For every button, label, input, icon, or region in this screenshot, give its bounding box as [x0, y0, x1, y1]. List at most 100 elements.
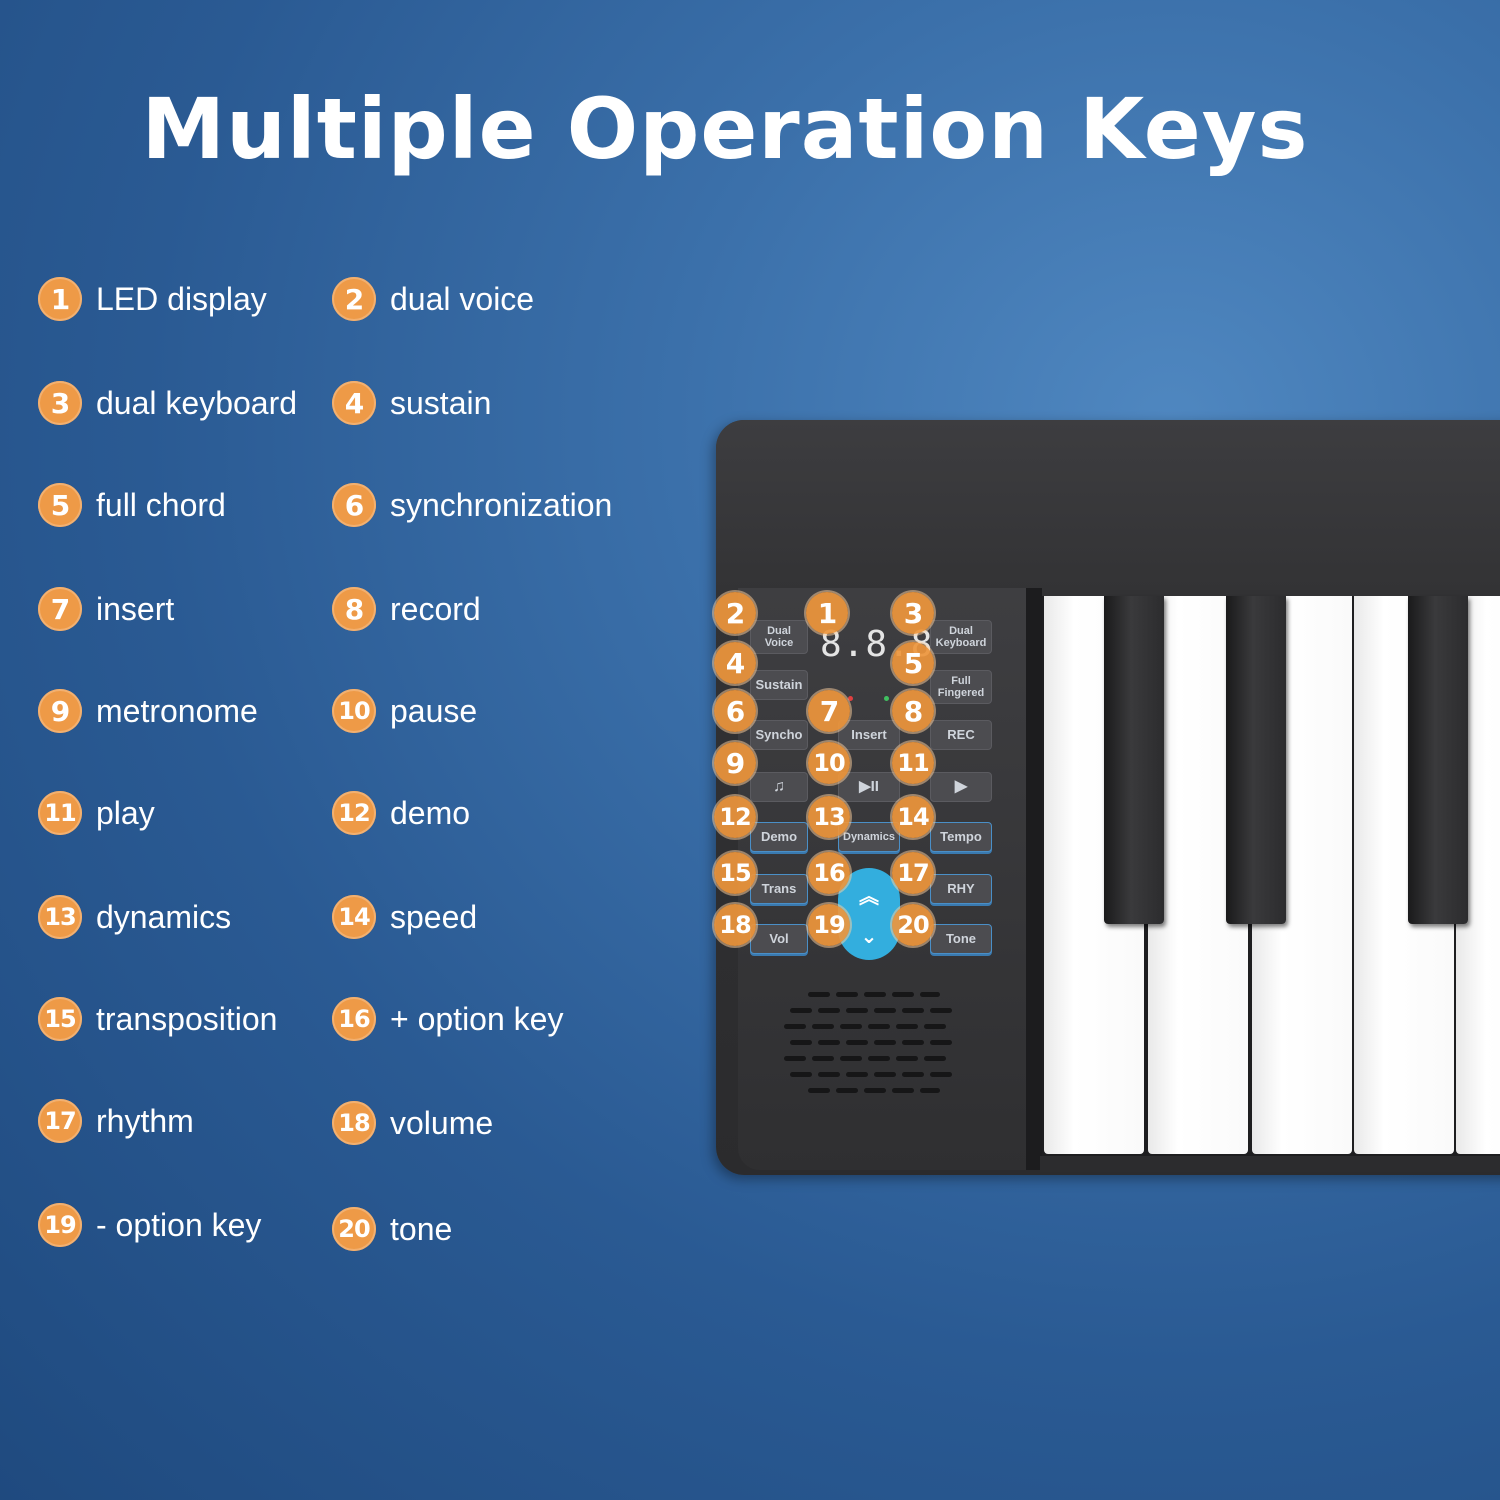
play-button[interactable]: ▶	[930, 772, 992, 802]
play-pause-button[interactable]: ▶II	[838, 772, 900, 802]
black-key[interactable]	[1104, 596, 1164, 924]
speaker-slot	[920, 1088, 940, 1093]
legend-label: synchronization	[390, 486, 613, 523]
tempo-button[interactable]: Tempo	[930, 822, 992, 852]
speaker-slot	[840, 1056, 862, 1061]
speaker-slot	[840, 1024, 862, 1029]
keyboard-bottom-edge	[1040, 1156, 1500, 1172]
number-badge: 11	[38, 791, 82, 835]
volume-button[interactable]: Vol	[750, 924, 808, 954]
legend-item: 6 synchronization	[332, 480, 612, 530]
speaker-slot	[836, 1088, 858, 1093]
legend-label: volume	[390, 1104, 494, 1141]
legend-label: record	[390, 590, 481, 627]
speaker-slot	[868, 1056, 890, 1061]
legend-label: dual voice	[390, 280, 535, 317]
legend-label: metronome	[96, 692, 258, 729]
callout-badge: 17	[892, 852, 934, 894]
legend-label: play	[96, 794, 155, 831]
green-indicator-light	[884, 696, 889, 701]
number-badge: 15	[38, 997, 82, 1041]
callout-badge: 14	[892, 796, 934, 838]
rhythm-button[interactable]: RHY	[930, 874, 992, 904]
legend-item: 16 + option key	[332, 994, 563, 1044]
callout-badge: 15	[714, 852, 756, 894]
callout-badge: 8	[892, 690, 934, 732]
dual-voice-button[interactable]: Dual Voice	[750, 620, 808, 654]
speaker-slot	[892, 1088, 914, 1093]
number-badge: 20	[332, 1207, 376, 1251]
speaker-slot	[924, 1024, 946, 1029]
speaker-slot	[874, 1040, 896, 1045]
number-badge: 17	[38, 1099, 82, 1143]
speaker-slot	[808, 992, 830, 997]
speaker-slot	[924, 1056, 946, 1061]
page-title: Multiple Operation Keys	[141, 80, 1309, 178]
callout-badge: 13	[808, 796, 850, 838]
callout-badge: 11	[892, 742, 934, 784]
metronome-button[interactable]: ♫	[750, 772, 808, 802]
demo-button[interactable]: Demo	[750, 822, 808, 852]
legend-label: pause	[390, 692, 478, 729]
legend-item: 3 dual keyboard	[38, 378, 297, 428]
sustain-button[interactable]: Sustain	[750, 670, 808, 700]
speaker-slot	[930, 1008, 952, 1013]
speaker-slot	[818, 1040, 840, 1045]
speaker-slot	[818, 1072, 840, 1077]
callout-badge: 5	[892, 642, 934, 684]
legend-item: 7 insert	[38, 584, 174, 634]
speaker-slot	[896, 1056, 918, 1061]
chevron-down-icon[interactable]: ⌄	[860, 924, 878, 948]
dual-keyboard-button[interactable]: Dual Keyboard	[930, 620, 992, 654]
insert-button[interactable]: Insert	[838, 720, 900, 750]
legend-label: transposition	[96, 1000, 278, 1037]
speaker-slot	[818, 1008, 840, 1013]
speaker-slot	[836, 992, 858, 997]
callout-badge: 19	[808, 904, 850, 946]
trans-button[interactable]: Trans	[750, 874, 808, 904]
speaker-slot	[846, 1008, 868, 1013]
legend-item: 15 transposition	[38, 994, 277, 1044]
speaker-slot	[864, 1088, 886, 1093]
legend-label: LED display	[96, 280, 267, 317]
callout-badge: 6	[714, 690, 756, 732]
legend-label: dual keyboard	[96, 384, 298, 421]
black-key[interactable]	[1226, 596, 1286, 924]
speaker-slot	[868, 1024, 890, 1029]
speaker-grille	[780, 988, 960, 1113]
option-dial[interactable]: ︽ ⌄	[838, 868, 900, 960]
legend-label: dynamics	[96, 898, 232, 935]
red-indicator-light	[848, 696, 853, 701]
legend-label: rhythm	[96, 1102, 194, 1139]
speaker-slot	[896, 1024, 918, 1029]
full-fingered-button[interactable]: Full Fingered	[930, 670, 992, 704]
number-badge: 1	[38, 277, 82, 321]
rec-button[interactable]: REC	[930, 720, 992, 750]
callout-badge: 2	[714, 592, 756, 634]
tone-button[interactable]: Tone	[930, 924, 992, 954]
black-key[interactable]	[1408, 596, 1468, 924]
syncho-button[interactable]: Syncho	[750, 720, 808, 750]
speaker-slot	[902, 1008, 924, 1013]
piano-keys	[1042, 596, 1500, 1156]
legend-label: sustain	[390, 384, 492, 421]
callout-badge: 3	[892, 592, 934, 634]
legend-item: 17 rhythm	[38, 1096, 194, 1146]
speaker-slot	[846, 1072, 868, 1077]
chevron-up-icon[interactable]: ︽	[859, 884, 879, 908]
keyboard-top-rail	[716, 420, 1500, 590]
number-badge: 9	[38, 689, 82, 733]
legend-item: 1 LED display	[38, 274, 267, 324]
callout-badge: 1	[806, 592, 848, 634]
legend-item: 5 full chord	[38, 480, 226, 530]
speaker-slot	[930, 1072, 952, 1077]
speaker-slot	[812, 1056, 834, 1061]
legend-label: tone	[390, 1210, 453, 1247]
speaker-slot	[892, 992, 914, 997]
legend-label: demo	[390, 794, 471, 831]
dynamics-button[interactable]: Dynamics	[838, 822, 900, 852]
legend-item: 9 metronome	[38, 686, 258, 736]
callout-badge: 9	[714, 742, 756, 784]
legend-item: 18 volume	[332, 1098, 493, 1148]
legend-item: 13 dynamics	[38, 892, 231, 942]
